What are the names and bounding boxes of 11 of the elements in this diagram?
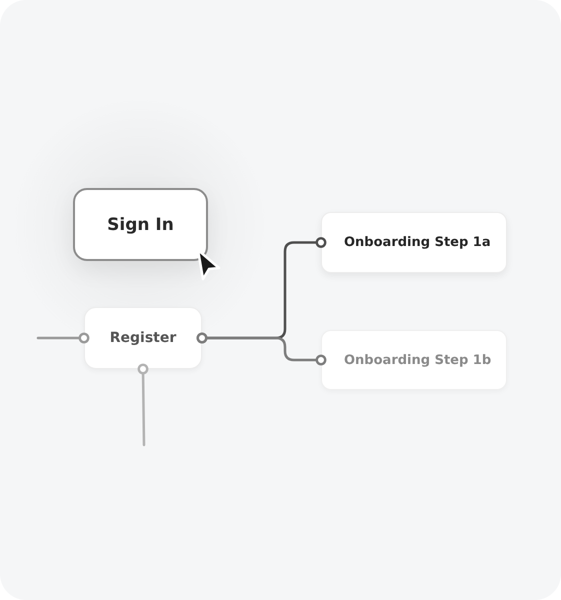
connector: [196, 332, 326, 366]
process-box: [321, 330, 507, 390]
connector: [36, 332, 90, 344]
button-box: [73, 188, 208, 261]
process-box: [84, 307, 202, 369]
connector: [138, 364, 148, 446]
process-box: [321, 212, 507, 273]
node-label: Onboarding Step 1a: [344, 235, 491, 250]
node-label: Onboarding Step 1b: [344, 352, 492, 368]
node-label: Register: [110, 330, 176, 346]
node-label: Sign In: [107, 214, 174, 234]
